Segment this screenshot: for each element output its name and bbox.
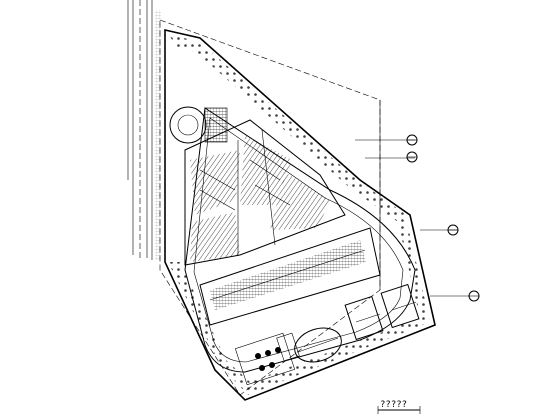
entrance-plaza (169, 106, 228, 144)
callout-marker-1 (406, 134, 418, 146)
sports-courts (276, 283, 420, 363)
callout-marker-2 (406, 151, 418, 163)
scale-bar: ????? (377, 400, 421, 414)
left-road (127, 0, 161, 260)
plot-outline (164, 28, 436, 401)
callout-marker-3 (447, 224, 459, 236)
parking-field (184, 119, 346, 266)
callout-marker-4 (468, 290, 480, 302)
lower-plaza (234, 332, 296, 386)
inner-drive (184, 107, 416, 373)
scale-label: ????? (380, 400, 407, 410)
